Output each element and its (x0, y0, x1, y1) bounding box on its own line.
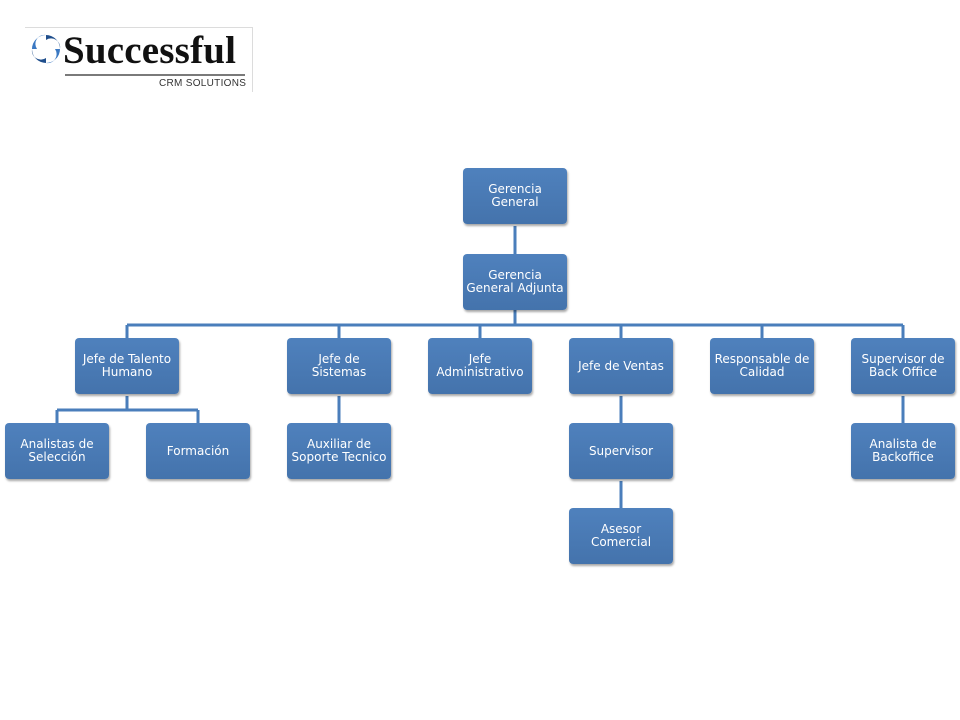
node-jefe-sistemas: Jefe de Sistemas (287, 338, 391, 394)
node-asesor-comercial: Asesor Comercial (569, 508, 673, 564)
node-responsable-calidad: Responsable de Calidad (710, 338, 814, 394)
node-gerencia-general-adjunta: Gerencia General Adjunta (463, 254, 567, 310)
logo-divider (65, 74, 245, 76)
node-analistas-seleccion: Analistas de Selección (5, 423, 109, 479)
swirl-logo-icon (31, 34, 61, 64)
node-jefe-ventas: Jefe de Ventas (569, 338, 673, 394)
node-formacion: Formación (146, 423, 250, 479)
node-jefe-administrativo: Jefe Administrativo (428, 338, 532, 394)
node-jefe-talento-humano: Jefe de Talento Humano (75, 338, 179, 394)
node-supervisor-back-office: Supervisor de Back Office (851, 338, 955, 394)
logo-subtitle: CRM SOLUTIONS (159, 78, 247, 89)
node-gerencia-general: Gerencia General (463, 168, 567, 224)
node-auxiliar-soporte: Auxiliar de Soporte Tecnico (287, 423, 391, 479)
node-supervisor: Supervisor (569, 423, 673, 479)
logo-name: Successful (63, 29, 237, 72)
company-logo: Successful CRM SOLUTIONS (25, 27, 253, 92)
node-analista-backoffice: Analista de Backoffice (851, 423, 955, 479)
